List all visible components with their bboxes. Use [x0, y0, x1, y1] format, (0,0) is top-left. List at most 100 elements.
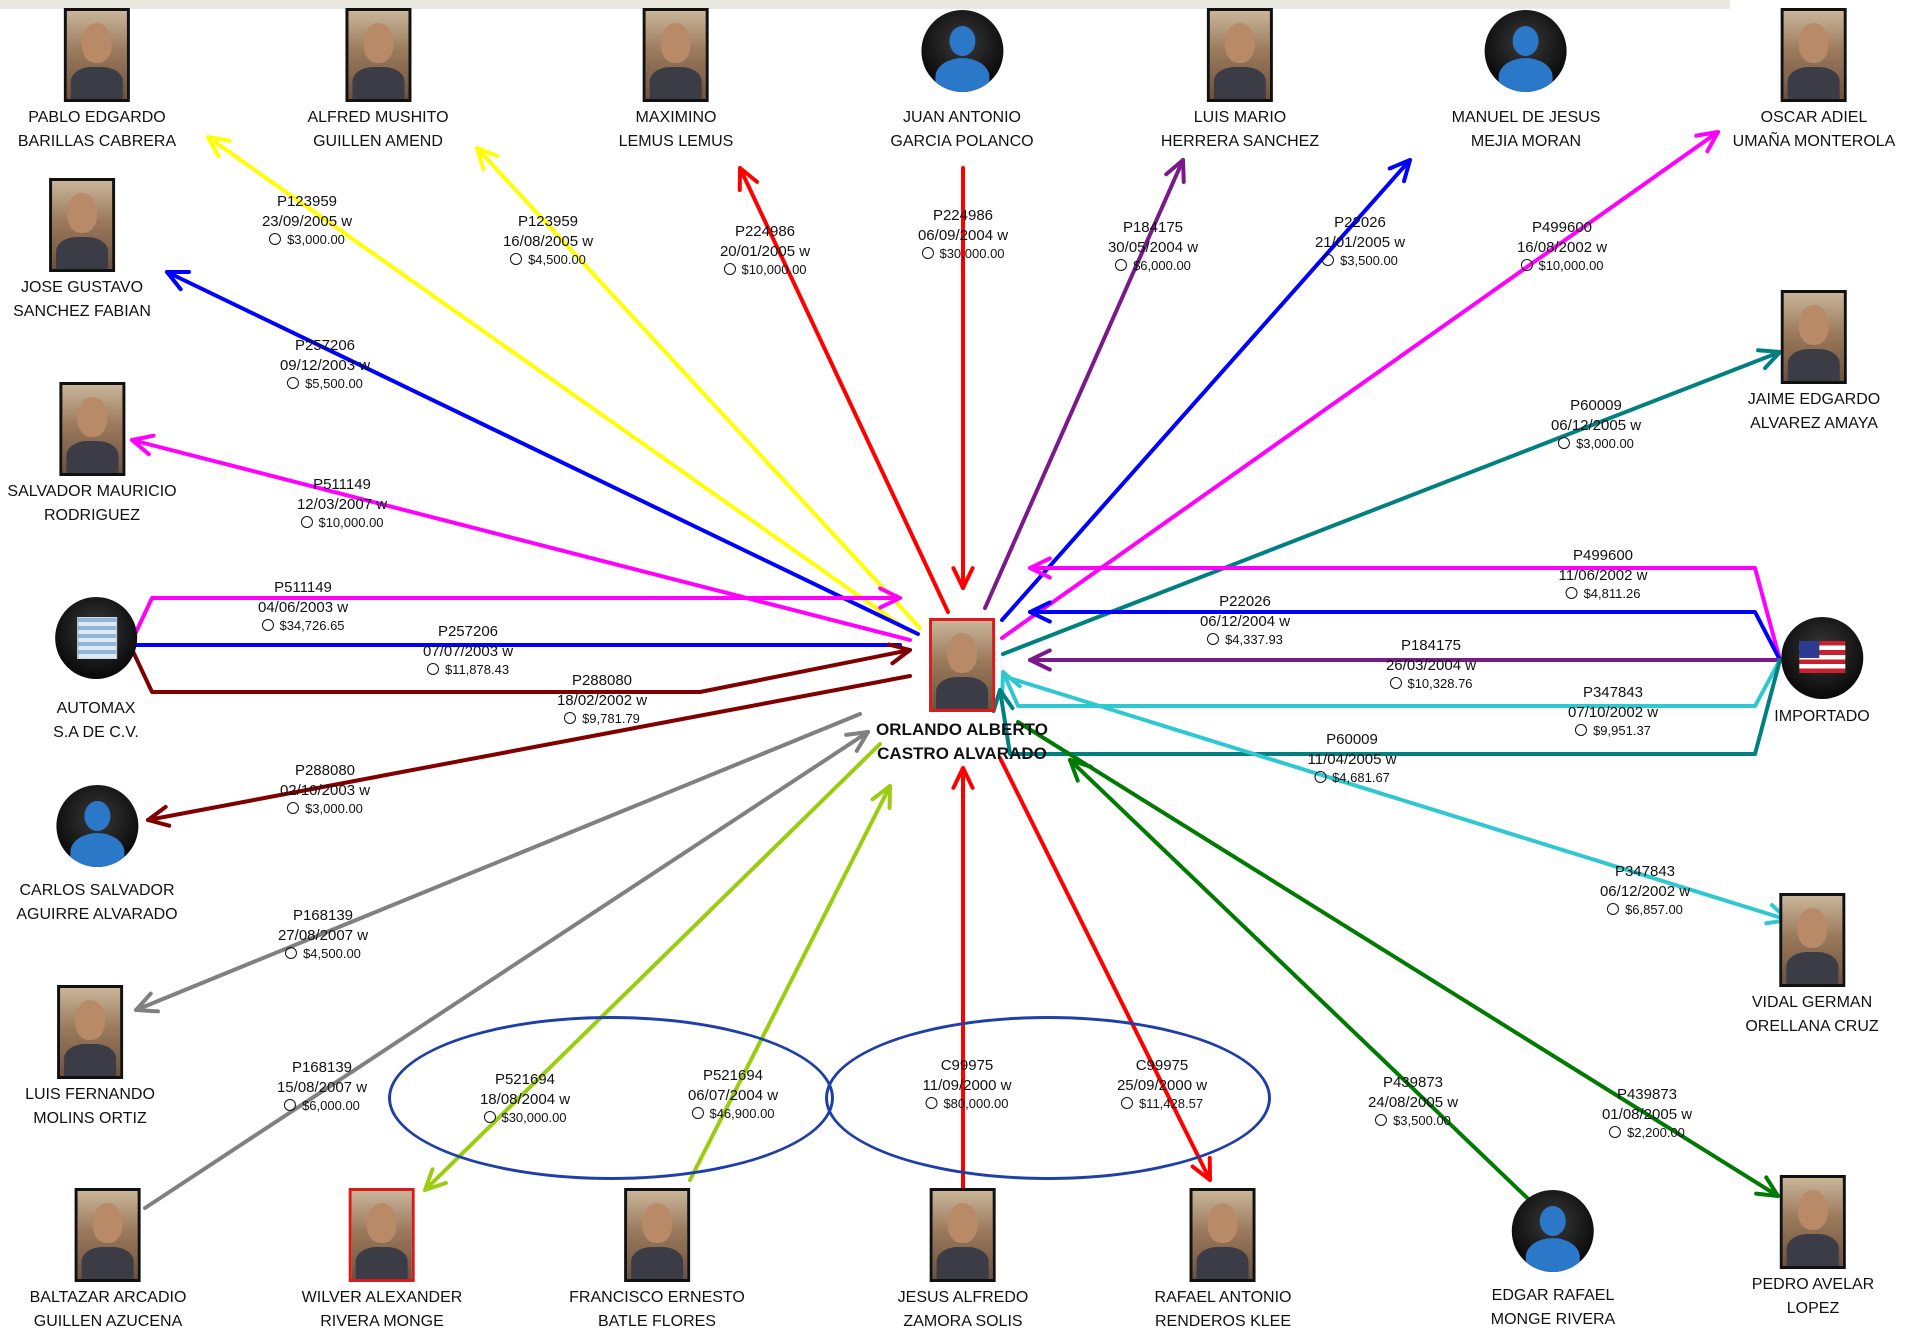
- transaction-code: P123959: [276, 193, 338, 210]
- node-maximino[interactable]: MAXIMINO LEMUS LEMUS: [618, 8, 734, 154]
- transaction-amount: $2,200.00: [1602, 1125, 1692, 1141]
- node-oscar[interactable]: OSCAR ADIEL UMAÑA MONTEROLA: [1732, 8, 1896, 154]
- person-photo: [929, 1188, 996, 1282]
- link-rafael-arrowhead: [1190, 1156, 1212, 1182]
- person-photo: [1207, 8, 1273, 102]
- transaction-amount: $6,000.00: [277, 1098, 367, 1114]
- transaction-date: 24/08/2005 w: [1367, 1094, 1459, 1111]
- name-line1: LUIS FERNANDO: [25, 1086, 155, 1103]
- name-line1: MANUEL DE JESUS: [1451, 109, 1601, 126]
- transaction-amount: $46,900.00: [688, 1106, 778, 1122]
- us-flag-icon: [1780, 617, 1863, 699]
- name-line2: RENDEROS KLEE: [1154, 1313, 1292, 1330]
- transaction-code: C99975: [1135, 1057, 1189, 1074]
- person-photo: [623, 1188, 690, 1282]
- name-line2: ZAMORA SOLIS: [903, 1313, 1023, 1330]
- name-line2: AGUIRRE ALVARADO: [16, 906, 178, 923]
- node-importado[interactable]: IMPORTADO: [1774, 617, 1870, 729]
- link-importado-5: [998, 658, 1782, 756]
- link-manuel: [1000, 158, 1412, 622]
- transaction-date: 06/12/2004 w: [1199, 613, 1291, 630]
- transaction-amount: $10,000.00: [297, 515, 387, 531]
- link-automax-3: [128, 643, 912, 694]
- transaction-code: P257206: [437, 623, 499, 640]
- link-importado-1-arrowhead: [1028, 556, 1052, 580]
- transaction-date: 16/08/2002 w: [1516, 239, 1608, 256]
- name-line2: LEMUS LEMUS: [618, 133, 734, 150]
- name-line1: OSCAR ADIEL: [1760, 109, 1868, 126]
- link-jose-arrowhead: [165, 269, 191, 292]
- transaction-date: 23/09/2005 w: [261, 213, 353, 230]
- name-line2: UMAÑA MONTEROLA: [1732, 133, 1896, 150]
- person-avatar-icon: [1512, 1190, 1594, 1272]
- link-pedro: [1016, 720, 1780, 1198]
- transaction-date: 09/12/2003 w: [279, 357, 371, 374]
- transaction-amount: $5,500.00: [280, 376, 370, 392]
- name-line1: EDGAR RAFAEL: [1491, 1287, 1615, 1304]
- transaction-code: P224986: [734, 223, 796, 240]
- link-importado-2-arrowhead: [1028, 600, 1052, 624]
- transaction-code: C99975: [940, 1057, 994, 1074]
- name-line1: ALFRED MUSHITO: [307, 109, 449, 126]
- name-line1: MAXIMINO: [635, 109, 717, 126]
- name-line1: AUTOMAX: [56, 700, 136, 717]
- transaction-amount: $3,500.00: [1315, 253, 1405, 269]
- link-luisfernando: [134, 712, 862, 1012]
- link-importado-5-arrowhead: [991, 688, 1015, 714]
- person-photo: [345, 8, 411, 102]
- link-luisfernando-arrowhead: [134, 991, 160, 1014]
- name-line1: LUIS MARIO: [1193, 109, 1287, 126]
- transaction-amount: $6,857.00: [1600, 902, 1690, 918]
- transaction-date: 02/10/2003 w: [279, 782, 371, 799]
- transaction-amount: $3,500.00: [1368, 1113, 1458, 1129]
- node-luismario[interactable]: LUIS MARIO HERRERA SANCHEZ: [1161, 8, 1319, 154]
- link-oscar-arrowhead: [1694, 130, 1720, 154]
- link-luismario: [983, 158, 1185, 610]
- person-photo: [1779, 893, 1845, 987]
- building-icon: [54, 597, 137, 679]
- name-line1: VIDAL GERMAN: [1751, 994, 1873, 1011]
- group-ellipse-c99975: [825, 1016, 1271, 1180]
- name-line2: HERRERA SANCHEZ: [1160, 133, 1320, 150]
- name-line2: GUILLEN AMEND: [313, 133, 443, 150]
- link-baltazar-arrowhead: [844, 730, 870, 753]
- transaction-amount: $3,000.00: [262, 232, 352, 248]
- name-line2: GARCIA POLANCO: [890, 133, 1034, 150]
- transaction-date: 30/05/2004 w: [1107, 239, 1199, 256]
- link-baltazar: [143, 730, 870, 1210]
- link-salvador-arrowhead: [130, 433, 156, 457]
- transaction-amount: $4,500.00: [278, 946, 368, 962]
- node-edgar[interactable]: EDGAR RAFAEL MONGE RIVERA: [1491, 1190, 1615, 1332]
- transaction-date: 11/04/2005 w: [1307, 751, 1397, 768]
- node-alfred[interactable]: ALFRED MUSHITO GUILLEN AMEND: [307, 8, 449, 154]
- transaction-amount: $9,781.79: [557, 711, 647, 727]
- name-line2: MONGE RIVERA: [1490, 1311, 1616, 1328]
